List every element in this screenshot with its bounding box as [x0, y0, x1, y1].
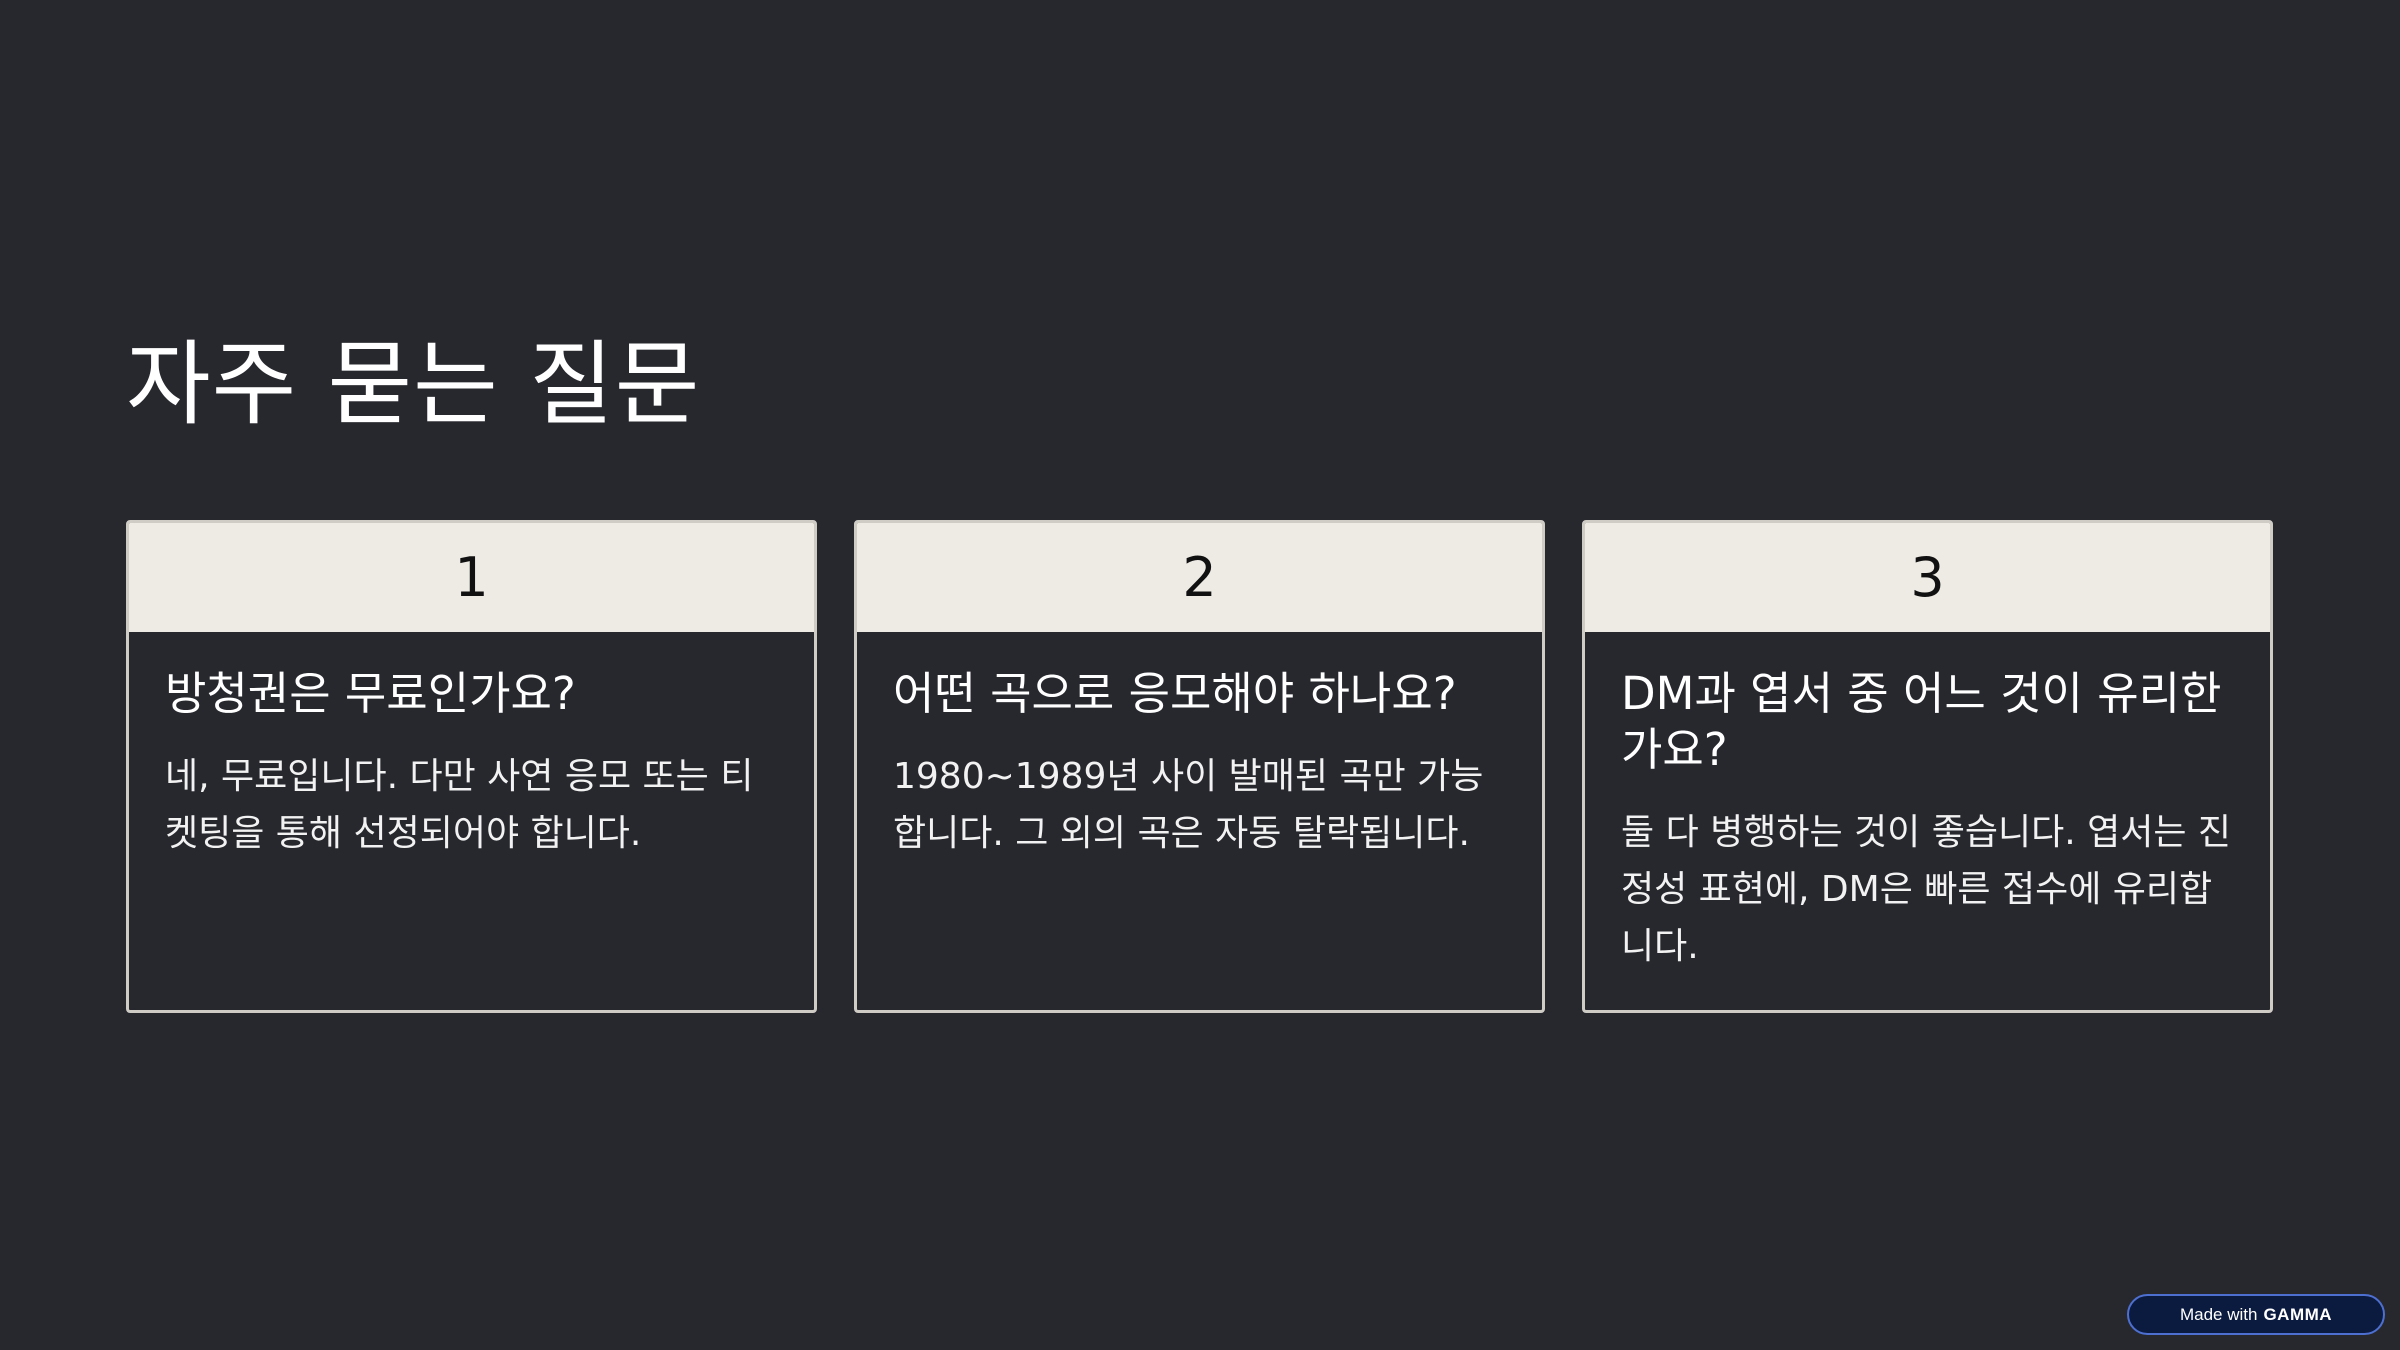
faq-answer: 네, 무료입니다. 다만 사연 응모 또는 티켓팅을 통해 선정되어야 합니다. — [165, 756, 754, 854]
gamma-logo: GAMMA — [2263, 1304, 2333, 1324]
faq-question: 방청권은 무료인가요? — [165, 667, 576, 720]
faq-answer: 둘 다 병행하는 것이 좋습니다. 엽서는 진정성 표현에, DM은 빠른 접수… — [1621, 812, 2232, 967]
faq-question: 어떤 곡으로 응모해야 하나요? — [893, 667, 1457, 720]
faq-card-number: 2 — [857, 523, 1542, 632]
faq-card-body: DM과 엽서 중 어느 것이 유리한가요? 둘 다 병행하는 것이 좋습니다. … — [1585, 632, 2270, 975]
faq-card-3: 3 DM과 엽서 중 어느 것이 유리한가요? 둘 다 병행하는 것이 좋습니다… — [1582, 520, 2273, 1013]
faq-card-body: 방청권은 무료인가요? 네, 무료입니다. 다만 사연 응모 또는 티켓팅을 통… — [129, 632, 814, 862]
faq-card-2: 2 어떤 곡으로 응모해야 하나요? 1980~1989년 사이 발매된 곡만 … — [854, 520, 1545, 1013]
faq-card-1: 1 방청권은 무료인가요? 네, 무료입니다. 다만 사연 응모 또는 티켓팅을… — [126, 520, 817, 1013]
badge-prefix: Made with — [2179, 1304, 2258, 1324]
made-with-gamma-badge[interactable]: Made with GAMMA — [2127, 1294, 2385, 1335]
page-title: 자주 묻는 질문 — [126, 331, 701, 438]
faq-cards: 1 방청권은 무료인가요? 네, 무료입니다. 다만 사연 응모 또는 티켓팅을… — [126, 520, 2274, 1013]
faq-card-number: 1 — [129, 523, 814, 632]
faq-question: DM과 엽서 중 어느 것이 유리한가요? — [1621, 667, 2222, 776]
faq-card-number: 3 — [1585, 523, 2270, 632]
faq-answer: 1980~1989년 사이 발매된 곡만 가능합니다. 그 외의 곡은 자동 탈… — [893, 756, 1484, 854]
faq-card-body: 어떤 곡으로 응모해야 하나요? 1980~1989년 사이 발매된 곡만 가능… — [857, 632, 1542, 862]
